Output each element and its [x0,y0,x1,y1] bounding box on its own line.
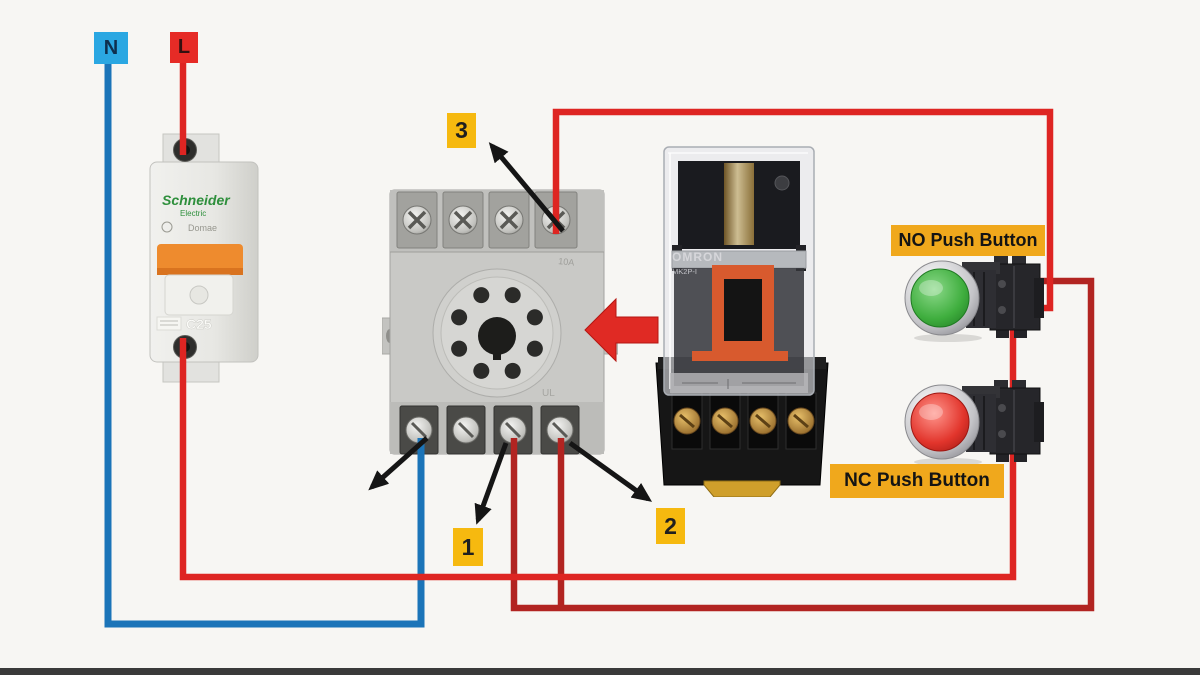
button-cap-green [910,268,970,328]
relay-socket-8pin: 10A UL [382,189,618,455]
neutral-label-box: N [94,32,128,64]
terminal-tag-1: 1 [453,528,483,566]
terminal-tag-3: 3 [447,113,476,148]
breaker-brand: Schneider [162,192,231,208]
relay-omron: OMRON MK2P-I [655,146,829,497]
button-cap-red [910,392,970,452]
screw-terminal [534,191,578,249]
nc-push-button-label: NC Push Button [830,464,1004,498]
relay-clear-case: OMRON MK2P-I [663,146,815,396]
socket-current-marking: 10A [558,256,575,268]
relay-brand: OMRON [672,250,723,264]
breaker-rating: C25 [186,316,212,332]
socket-key-hole [478,317,516,355]
no-push-button [904,256,1044,342]
live-label-box: L [170,32,198,63]
breaker-body: Schneider Electric Domae C25 [149,133,259,383]
screw-terminal [446,405,486,455]
breaker-bottom-tab [162,359,220,383]
no-push-button-label: NO Push Button [891,225,1045,256]
image-bottom-edge [0,668,1200,675]
breaker-brand-2: Electric [180,209,206,218]
breaker-series: Domae [188,223,217,233]
relay-model: MK2P-I [672,267,697,276]
screw-terminal [399,405,439,455]
button-contact-block [989,380,1044,462]
screw-terminal [396,191,438,249]
circuit-breaker: Schneider Electric Domae C25 [149,133,259,383]
button-contact-block [989,256,1044,338]
screw-terminal [488,191,530,249]
terminal-tag-2: 2 [656,508,685,544]
din-rail-clip [703,480,781,497]
screw-terminal [493,405,533,455]
screw-terminal [442,191,484,249]
screw-terminal [540,405,580,455]
socket-cert-marking: UL [542,388,555,399]
socket-body: 10A UL [382,189,618,455]
relay-coil [724,163,754,245]
breaker-spec-label [156,316,182,331]
socket-octal-ring [432,268,562,398]
nc-push-button [904,380,1044,466]
